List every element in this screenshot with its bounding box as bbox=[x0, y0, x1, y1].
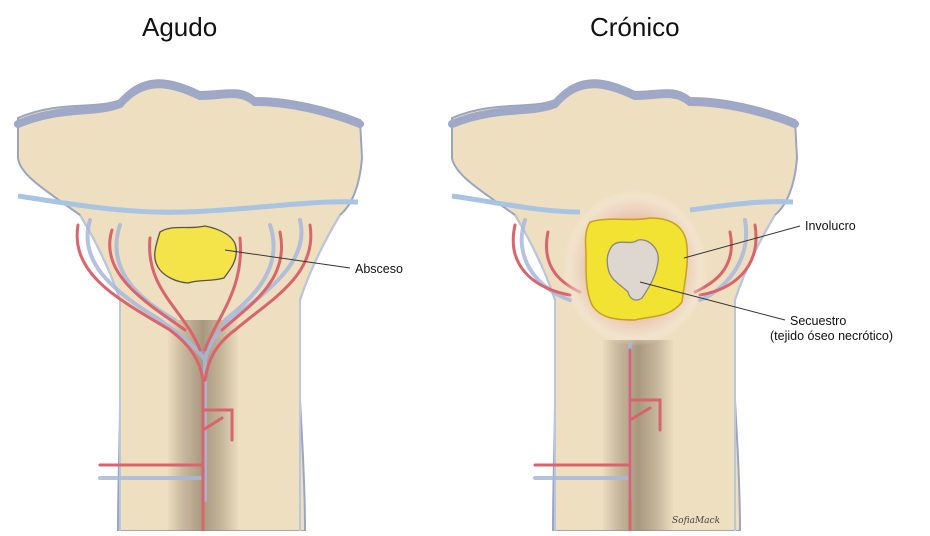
sequestrum-label: Secuestro bbox=[790, 314, 846, 329]
artist-signature: SofiaMack bbox=[672, 516, 720, 526]
acute-title: Agudo bbox=[142, 12, 217, 43]
sequestrum-detail-label: (tejido óseo necrótico) bbox=[770, 329, 893, 344]
abscess-label: Absceso bbox=[355, 262, 403, 277]
chronic-title: Crónico bbox=[590, 12, 680, 43]
abscess-shape bbox=[155, 226, 237, 283]
involucrum-label: Involucro bbox=[805, 219, 856, 234]
chronic-medullary-canal bbox=[603, 340, 673, 531]
chronic-bone bbox=[452, 80, 800, 531]
acute-bone bbox=[18, 80, 362, 531]
